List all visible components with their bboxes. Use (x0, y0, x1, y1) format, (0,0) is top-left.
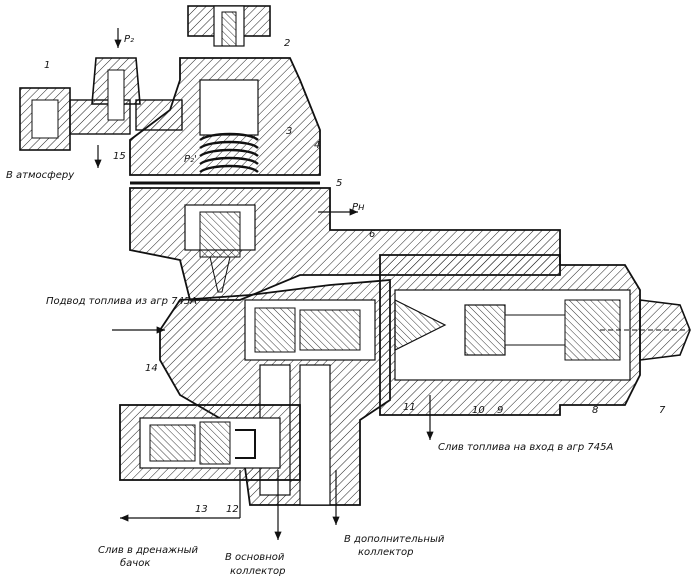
right-piston-cylinder (379, 254, 691, 416)
caption-fuel-drain: Слив топлива на вход в агр 745А (438, 442, 613, 453)
caption-extra-collector-line2: коллектор (358, 547, 413, 558)
caption-drain-tank-line2: бачок (120, 557, 150, 569)
flow-captions: В атмосферу Подвод топлива из агр 745А С… (6, 170, 613, 577)
part-number-8: 8 (592, 405, 598, 416)
drain-valve-assembly (119, 404, 301, 481)
part-number-6: 6 (369, 229, 375, 240)
upper-regulator-body (129, 5, 561, 301)
pressure-p2-label: P₂ (124, 34, 134, 45)
caption-extra-collector-line1: В дополнительный (344, 534, 445, 545)
atmosphere-vent-fitting (19, 57, 183, 151)
part-number-12: 12 (226, 504, 239, 515)
caption-main-collector-line2: коллектор (230, 566, 285, 577)
pressure-labels: P₂ P₂' Pн (124, 34, 365, 213)
part-number-5: 5 (336, 178, 342, 189)
part-number-1: 1 (44, 60, 50, 71)
part-number-15: 15 (113, 151, 126, 162)
caption-main-collector-line1: В основной (225, 552, 285, 563)
part-number-2: 2 (284, 38, 290, 49)
part-number-4: 4 (314, 140, 320, 151)
part-number-7: 7 (659, 405, 666, 416)
part-number-10: 10 (472, 405, 485, 416)
part-number-11: 11 (403, 402, 416, 413)
pressure-p2-prime-label: P₂' (184, 154, 197, 165)
part-number-3: 3 (286, 126, 292, 137)
caption-drain-tank-line1: Слив в дренажный (98, 545, 199, 556)
pressure-pn-label: Pн (352, 202, 365, 213)
part-number-13: 13 (195, 504, 208, 515)
flow-arrows (94, 28, 434, 540)
part-number-9: 9 (497, 405, 503, 416)
caption-atmosphere: В атмосферу (6, 170, 75, 181)
caption-fuel-supply: Подвод топлива из агр 745А (46, 296, 197, 307)
part-number-14: 14 (145, 363, 158, 374)
central-valve-body (159, 279, 391, 506)
part-number-labels: 1 2 3 4 5 6 7 8 9 10 11 12 13 14 15 (44, 38, 666, 515)
main-spring (199, 132, 259, 174)
